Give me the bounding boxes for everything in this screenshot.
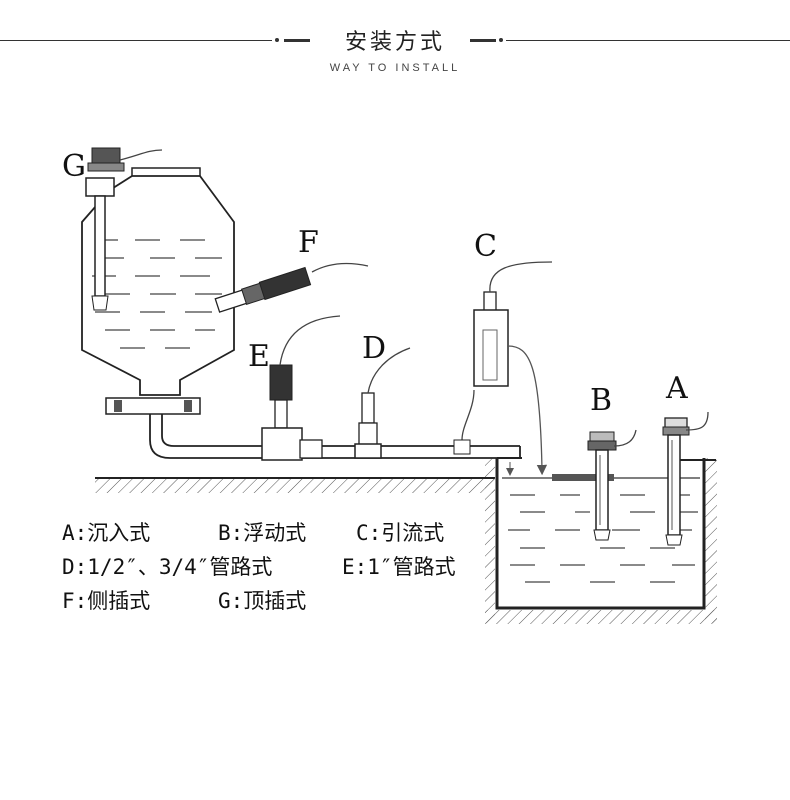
sensor-d-pipe-small bbox=[354, 347, 411, 459]
legend-item-d: D:1/2″、3/4″管路式 bbox=[62, 555, 272, 579]
sensor-b-float bbox=[587, 429, 637, 541]
header-left-dot bbox=[275, 38, 279, 42]
section-title: 安装方式 bbox=[344, 30, 445, 55]
diagram-labels: G F E D C B A bbox=[62, 149, 688, 418]
legend-item-e: E:1″管路式 bbox=[342, 555, 456, 579]
section-header: 安装方式 WAY TO INSTALL bbox=[0, 0, 790, 90]
label-g: G bbox=[62, 149, 86, 184]
label-a: A bbox=[665, 371, 688, 406]
header-right-line bbox=[506, 40, 790, 41]
header-left-line bbox=[0, 40, 272, 41]
header-right-dot bbox=[499, 38, 503, 42]
header-left-bar bbox=[284, 39, 310, 42]
legend-item-c: C:引流式 bbox=[356, 521, 444, 545]
sensor-g-top bbox=[85, 147, 163, 311]
label-d: D bbox=[362, 331, 386, 366]
label-e: E bbox=[248, 339, 270, 374]
sensor-a-immersion bbox=[662, 411, 709, 546]
sensor-c-flow bbox=[453, 261, 553, 476]
header-right-bar bbox=[470, 39, 496, 42]
vessel bbox=[81, 167, 521, 476]
legend: A:沉入式 B:浮动式 C:引流式 D:1/2″、3/4″管路式 E:1″管路式… bbox=[62, 521, 456, 613]
label-b: B bbox=[590, 383, 612, 418]
legend-item-b: B:浮动式 bbox=[218, 521, 306, 545]
ground bbox=[95, 477, 495, 493]
sensor-e-pipe-1in bbox=[261, 315, 341, 461]
legend-item-a: A:沉入式 bbox=[62, 521, 150, 545]
label-c: C bbox=[474, 229, 497, 264]
section-subtitle: WAY TO INSTALL bbox=[329, 62, 461, 74]
legend-item-g: G:顶插式 bbox=[218, 589, 306, 613]
legend-item-f: F:侧插式 bbox=[62, 589, 150, 613]
sensor-f-side bbox=[214, 262, 369, 313]
label-f: F bbox=[298, 225, 319, 260]
